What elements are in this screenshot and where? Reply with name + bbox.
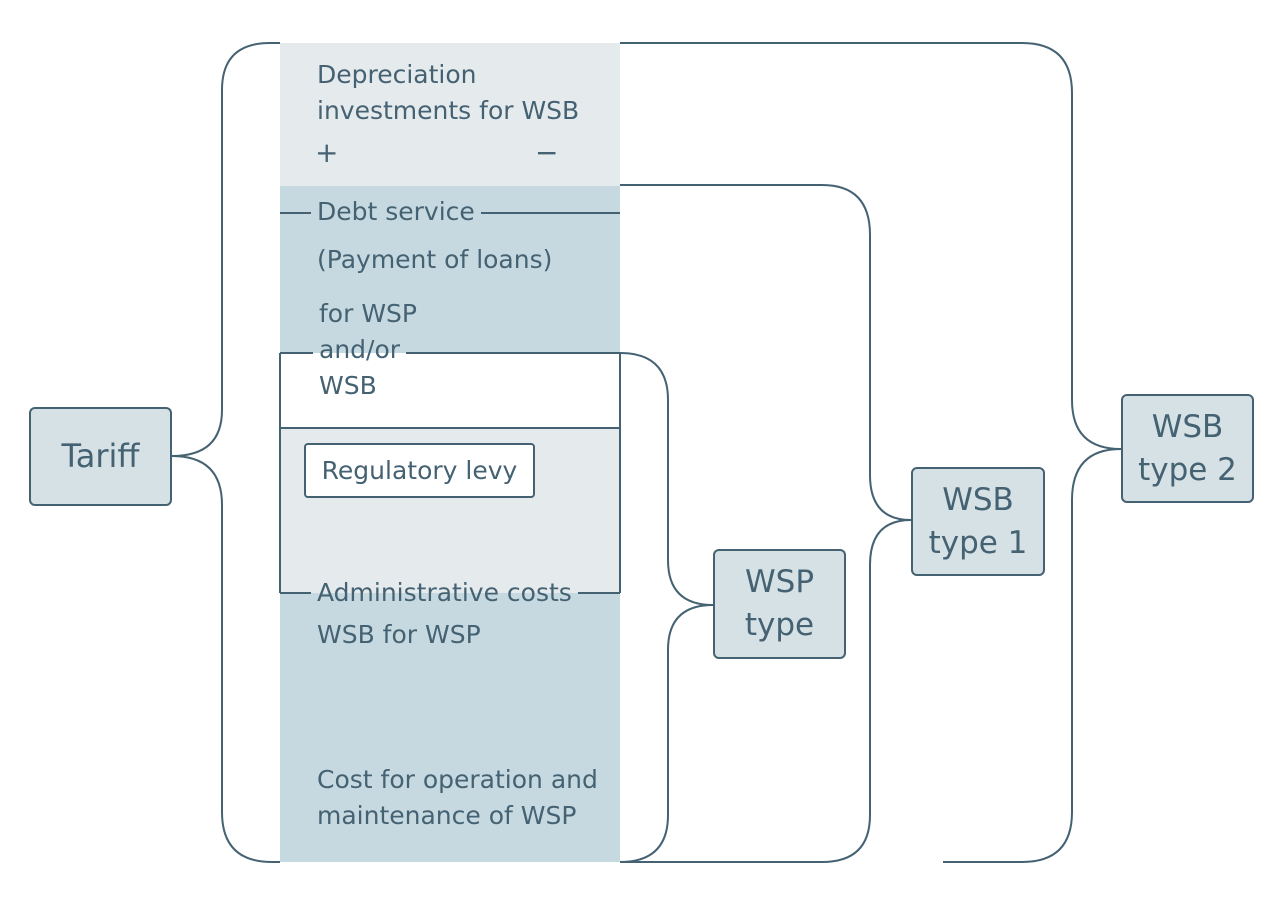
regulatory-levy-box: Regulatory levy xyxy=(304,443,535,498)
minus-sign: − xyxy=(535,136,559,169)
wsp-type-node: WSP type xyxy=(713,549,846,659)
wsp-type-line1: WSP xyxy=(744,564,815,600)
wsb-type2-line2: type 2 xyxy=(1138,451,1237,488)
depreciation-block xyxy=(280,43,620,186)
operations-block xyxy=(280,593,620,862)
wsp-type-line2: type xyxy=(744,607,815,643)
wsp-type-brace xyxy=(619,352,714,863)
plus-sign: + xyxy=(315,136,339,169)
wsb-type1-line2: type 1 xyxy=(928,524,1028,561)
wsb-type2-line1: WSB xyxy=(1151,408,1224,445)
debt-service-title: Debt service xyxy=(311,194,481,230)
wsb-type1-node: WSB type 1 xyxy=(911,467,1045,576)
debt-service-line4: and/or xyxy=(313,332,407,368)
depreciation-line2: investments for WSB xyxy=(317,96,580,125)
admin-costs-line2: WSB for WSP xyxy=(317,620,481,649)
debt-service-line5: WSB xyxy=(319,371,377,400)
wsb-type1-line1: WSB xyxy=(942,481,1014,518)
depreciation-line1: Depreciation xyxy=(317,60,477,89)
tariff-node: Tariff xyxy=(29,407,172,506)
debt-service-line3: for WSP xyxy=(319,299,417,328)
wsb-type1-brace xyxy=(620,184,912,863)
wsb-type2-node: WSB type 2 xyxy=(1121,394,1254,503)
admin-costs-line1: Administrative costs xyxy=(311,575,578,611)
operation-line2: maintenance of WSP xyxy=(317,801,577,830)
tariff-brace xyxy=(171,42,280,863)
debt-service-line2: (Payment of loans) xyxy=(317,245,553,274)
operation-line1: Cost for operation and xyxy=(317,765,598,794)
